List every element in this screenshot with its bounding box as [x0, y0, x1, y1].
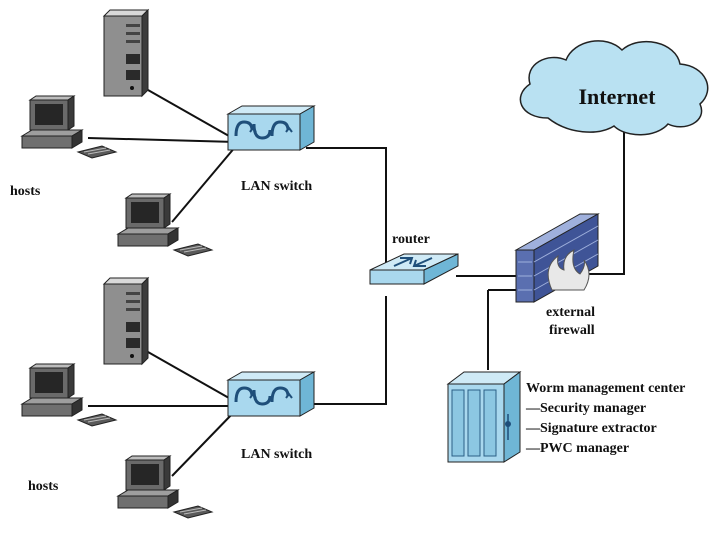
server-tower-icon: [103, 9, 149, 97]
desktop-computer-icon: [117, 455, 213, 519]
wmc-item-pwc-manager: —PWC manager: [525, 441, 629, 456]
firewall-icon: [514, 213, 600, 303]
network-links: [87, 89, 625, 477]
lan-switch-label-top: LAN switch: [241, 179, 312, 194]
desktop-computer-icon: [21, 363, 117, 427]
internet-label: Internet: [579, 84, 657, 109]
wmc-item-security-manager: —Security manager: [525, 401, 646, 416]
firewall-label-line2: firewall: [549, 323, 595, 338]
lan-switch-icon: [226, 370, 316, 418]
desktop-computer-icon: [21, 95, 117, 159]
wmc-item-signature-extractor: —Signature extractor: [525, 421, 657, 436]
external-firewall: external firewall: [514, 213, 600, 338]
hosts-label-bottom: hosts: [28, 479, 59, 494]
server-tower-icon: [103, 277, 149, 365]
worm-management-center: Worm management center —Security manager…: [446, 371, 685, 463]
router-label: router: [392, 232, 430, 247]
management-server-icon: [446, 371, 522, 463]
lan-switch-icon: [226, 104, 316, 152]
lan-switch-label-bottom: LAN switch: [241, 447, 312, 462]
wmc-title: Worm management center: [526, 381, 685, 396]
router: router: [369, 232, 459, 285]
firewall-label-line1: external: [546, 305, 595, 320]
hosts-label-top: hosts: [10, 184, 41, 199]
cloud-icon: [519, 40, 709, 136]
router-icon: [369, 253, 459, 285]
internet-cloud: Internet: [519, 40, 709, 136]
desktop-computer-icon: [117, 193, 213, 257]
